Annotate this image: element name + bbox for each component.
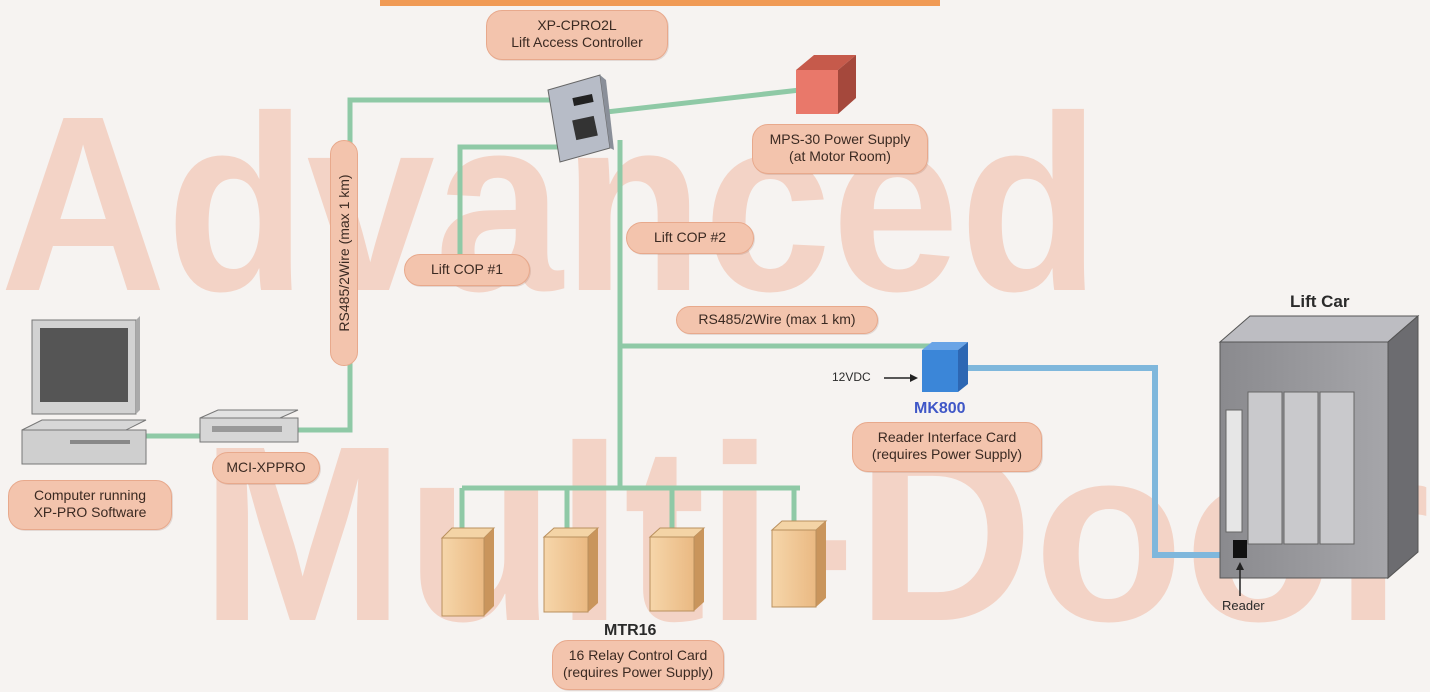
lift-car-icon xyxy=(1218,314,1420,580)
power-input-arrow-icon xyxy=(884,374,918,382)
header-bar xyxy=(380,0,940,6)
power-supply-model: MPS-30 Power Supply xyxy=(769,131,911,147)
mtr16-description: 16 Relay Control Card xyxy=(568,647,708,663)
mk800-power-input: 12VDC xyxy=(832,370,871,384)
reader-arrow-icon xyxy=(1236,562,1244,596)
mtr16-name: MTR16 xyxy=(604,622,657,639)
mtr16-label: 16 Relay Control Card (requires Power Su… xyxy=(552,640,724,690)
controller-description: Lift Access Controller xyxy=(511,34,643,50)
power-supply-box-icon xyxy=(796,55,856,114)
relay-card-icon xyxy=(542,527,600,613)
computer-label-line-2: XP-PRO Software xyxy=(33,504,147,520)
relay-card-icon xyxy=(440,527,496,617)
lift-car-title: Lift Car xyxy=(1290,292,1350,311)
rs485-vertical-text: RS485/2Wire (max 1 km) xyxy=(336,174,352,332)
computer-label-line-1: Computer running xyxy=(33,487,147,503)
power-supply-label: MPS-30 Power Supply (at Motor Room) xyxy=(752,124,928,174)
reader-label: Reader xyxy=(1222,598,1265,613)
watermark-line-1: Advanced xyxy=(0,64,1100,343)
controller-model: XP-CPRO2L xyxy=(537,17,617,33)
cop1-label: Lift COP #1 xyxy=(404,254,530,286)
converter-name: MCI-XPPRO xyxy=(226,459,306,475)
reader-device-icon xyxy=(1233,540,1247,558)
mk800-description: Reader Interface Card xyxy=(877,429,1017,445)
mk800-box-icon xyxy=(922,342,968,392)
power-supply-location: (at Motor Room) xyxy=(789,148,891,164)
converter-device-icon xyxy=(199,409,299,443)
reader-cable xyxy=(966,365,1232,558)
relay-card-icon xyxy=(770,520,828,608)
cop2-label: Lift COP #2 xyxy=(626,222,754,254)
computer-label: Computer running XP-PRO Software xyxy=(8,480,172,530)
rs485-horizontal-label: RS485/2Wire (max 1 km) xyxy=(676,306,878,334)
rs485-vertical-label: RS485/2Wire (max 1 km) xyxy=(330,140,358,366)
mk800-name: MK800 xyxy=(914,400,966,417)
controller-panel-icon xyxy=(547,74,614,163)
controller-label: XP-CPRO2L Lift Access Controller xyxy=(486,10,668,60)
relay-card-icon xyxy=(648,527,706,612)
mtr16-requirement: (requires Power Supply) xyxy=(563,664,714,680)
mk800-requirement: (requires Power Supply) xyxy=(871,446,1023,462)
converter-label: MCI-XPPRO xyxy=(212,452,320,484)
computer-icon xyxy=(21,316,147,465)
mk800-label: Reader Interface Card (requires Power Su… xyxy=(852,422,1042,472)
